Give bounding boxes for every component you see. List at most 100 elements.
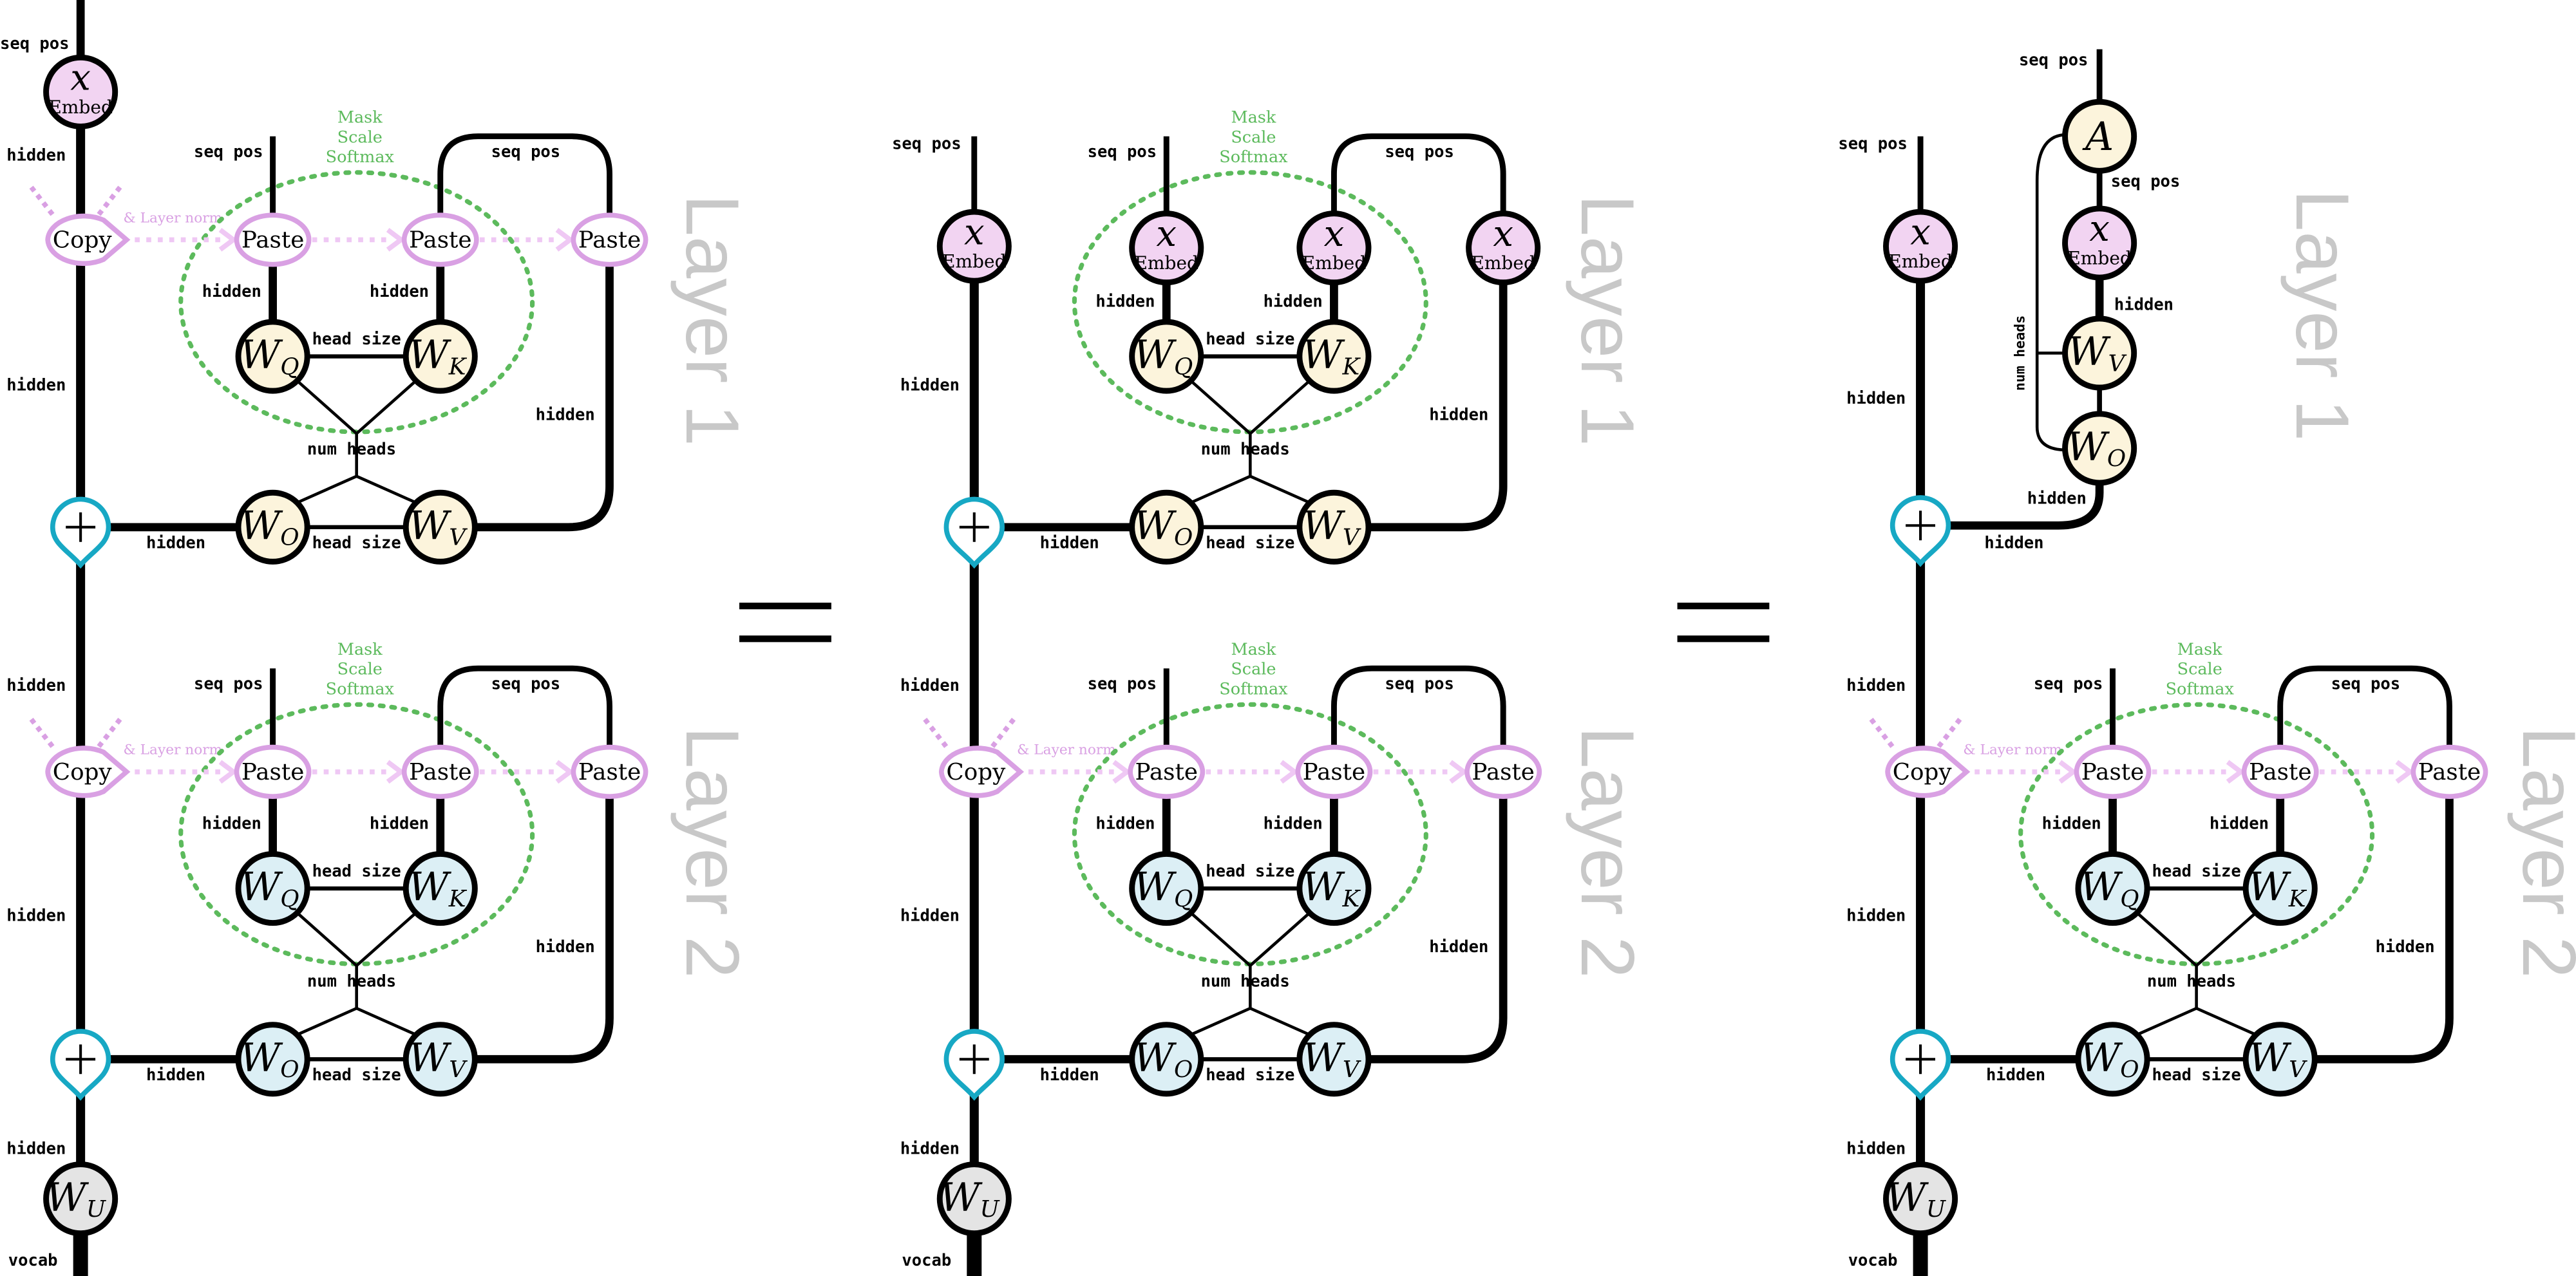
layernorm-hint-line — [989, 717, 1016, 751]
hidden-label: hidden — [900, 1140, 960, 1159]
layer-title: Layer 2 — [1566, 726, 1650, 978]
hidden-label: hidden — [1984, 533, 2043, 552]
copy-label: Copy — [53, 227, 113, 253]
paste-label: Paste — [1303, 759, 1366, 785]
head-wire — [355, 1007, 417, 1037]
value-wire — [1334, 239, 1508, 532]
paste-node — [2074, 744, 2152, 799]
head-wire — [2136, 912, 2198, 967]
value-wire — [2280, 771, 2454, 1064]
paste-label: Paste — [578, 227, 641, 253]
value-wire — [440, 239, 614, 532]
paste-label: Paste — [2081, 759, 2145, 785]
num-heads-label: num heads — [307, 971, 396, 991]
hidden-label: hidden — [1264, 292, 1323, 311]
mask-label: Mask — [2177, 640, 2222, 659]
copy-arrow-head — [555, 760, 574, 784]
weight-wk-label: WK — [1302, 332, 1361, 380]
weight-wv-label: WV — [2068, 329, 2127, 377]
vocab-label: vocab — [902, 1251, 951, 1270]
attention-A-label: A — [2082, 114, 2114, 160]
head-size-label: head size — [312, 533, 401, 552]
copy-arrow-head — [1112, 760, 1132, 784]
hidden-label: hidden — [6, 906, 66, 925]
hidden-label: hidden — [2114, 295, 2174, 314]
hidden-label: hidden — [900, 676, 960, 695]
head-wire — [296, 1007, 357, 1037]
embed-label: Embed — [1471, 252, 1535, 274]
paste-node — [234, 212, 312, 267]
scale-label: Scale — [337, 660, 383, 679]
hidden-label: hidden — [1264, 814, 1323, 834]
seq-pos-label: seq pos — [194, 142, 263, 162]
weight-wo — [2075, 1022, 2150, 1097]
hidden-label: hidden — [536, 405, 595, 424]
head-size-label: head size — [312, 330, 401, 349]
layernorm-hint-line — [29, 717, 57, 751]
weight-wv — [1296, 1022, 1372, 1097]
paste-label: Paste — [1135, 759, 1198, 785]
key-embed-node — [1296, 211, 1372, 286]
seq-pos-label: seq pos — [1385, 675, 1454, 694]
weight-wv — [402, 489, 478, 565]
head-wire — [2195, 1007, 2257, 1037]
seq-pos-label: seq pos — [1088, 142, 1157, 162]
copy-arrow-head — [2226, 760, 2245, 784]
head-size-label: head size — [2152, 1065, 2241, 1085]
weight-wk — [402, 319, 478, 394]
copy-arrow-head — [386, 760, 405, 784]
layernorm-hint-line — [29, 185, 57, 219]
head-size-label: head size — [312, 861, 401, 881]
query-embed-node — [1129, 211, 1204, 286]
value-wire — [1334, 771, 1508, 1064]
layernorm-hint-line — [1869, 717, 1897, 751]
weight-wv — [2062, 315, 2137, 391]
weight-wk — [1296, 850, 1372, 926]
attention-pattern-box — [2018, 702, 2375, 966]
weight-wo — [1129, 489, 1204, 565]
hidden-label: hidden — [900, 375, 960, 395]
scale-label: Scale — [1231, 660, 1276, 679]
hidden-label: hidden — [1429, 937, 1488, 957]
seq-pos-label: seq pos — [491, 675, 560, 694]
head-wire — [1249, 912, 1311, 967]
head-wire — [296, 474, 357, 504]
embed-x-symbol: x — [1493, 213, 1513, 255]
head-wire — [355, 380, 417, 435]
copy-arrow-head — [2395, 760, 2414, 784]
copy-node — [45, 213, 131, 267]
hidden-label: hidden — [2042, 814, 2101, 834]
hidden-label: hidden — [1040, 1065, 1099, 1085]
head-size-label: head size — [312, 1065, 401, 1085]
layernorm-label: & Layer norm — [123, 210, 222, 226]
hidden-label: hidden — [370, 282, 429, 301]
paste-node — [234, 744, 312, 799]
copy-arrow-head — [218, 760, 238, 784]
hidden-label: hidden — [900, 906, 960, 925]
weight-wq — [235, 319, 310, 394]
attention-pattern-box — [178, 702, 535, 966]
num-heads-wire — [2035, 133, 2067, 452]
head-wire — [1249, 474, 1311, 504]
hidden-label: hidden — [1040, 533, 1099, 552]
hidden-label: hidden — [2376, 937, 2435, 957]
embed-label: Embed — [2067, 248, 2132, 269]
output-wire — [1920, 482, 2104, 530]
hidden-label: hidden — [1846, 389, 1906, 408]
copy-label: Copy — [946, 759, 1006, 785]
weight-wq — [2075, 850, 2150, 926]
head-wire — [1189, 912, 1251, 967]
seq-pos-label: seq pos — [1088, 675, 1157, 694]
hidden-label: hidden — [2210, 814, 2269, 834]
paste-node — [401, 744, 479, 799]
weight-wq — [235, 850, 310, 926]
weight-wo — [2062, 411, 2137, 486]
seq-pos-label: seq pos — [892, 134, 961, 153]
weight-wk — [1296, 319, 1372, 394]
weight-wk — [402, 850, 478, 926]
hidden-label: hidden — [1095, 292, 1155, 311]
softmax-label: Softmax — [1219, 679, 1288, 699]
scale-label: Scale — [2177, 660, 2222, 679]
copy-arrow-head — [1280, 760, 1299, 784]
weight-wk-label: WK — [408, 865, 468, 912]
